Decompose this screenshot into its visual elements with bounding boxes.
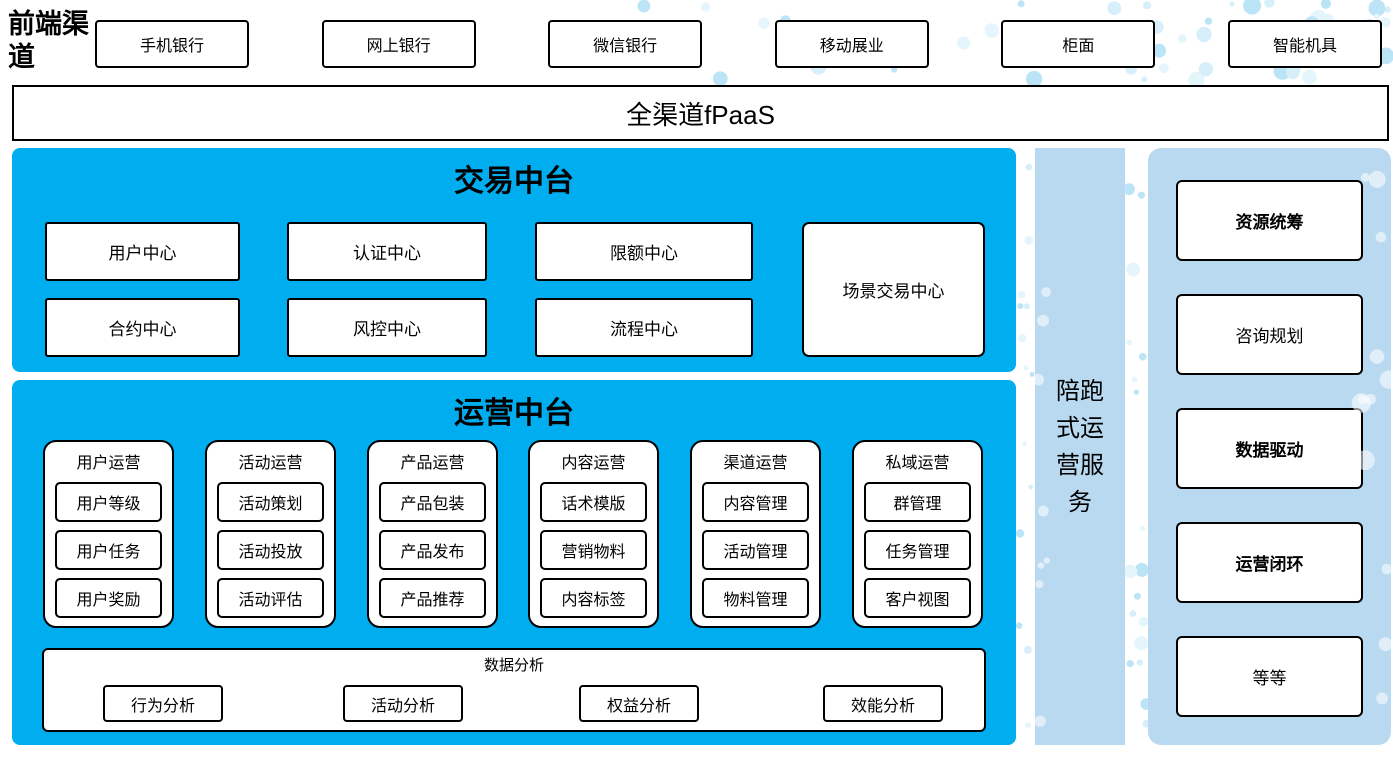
op-item: 产品推荐 (379, 578, 486, 618)
op-column-title: 活动运营 (238, 455, 303, 472)
channel-box-smart-devices: 智能机具 (1227, 20, 1382, 68)
op-column-user-ops: 用户运营 用户等级 用户任务 用户奖励 (43, 440, 174, 628)
op-column-private-domain-ops: 私域运营 群管理 任务管理 客户视图 (852, 440, 983, 628)
op-column-product-ops: 产品运营 产品包装 产品发布 产品推荐 (367, 440, 498, 628)
center-box-user: 用户中心 (45, 222, 240, 281)
operations-platform-block: 运营中台 用户运营 用户等级 用户任务 用户奖励 活动运营 活动策划 活动投放 … (12, 380, 1016, 745)
operations-platform-title: 运营中台 (454, 397, 574, 430)
op-item: 活动管理 (702, 530, 809, 570)
right-panel-item-data-driven: 数据驱动 (1176, 408, 1363, 489)
op-column-title: 渠道运营 (723, 455, 788, 472)
center-box-risk: 风控中心 (287, 298, 487, 357)
channel-box-mobile-banking: 手机银行 (95, 20, 249, 68)
op-column-content-ops: 内容运营 话术模版 营销物料 内容标签 (528, 440, 659, 628)
op-item: 用户等级 (55, 482, 162, 522)
op-item: 任务管理 (864, 530, 971, 570)
analysis-item-activity: 活动分析 (343, 685, 463, 722)
op-item: 物料管理 (702, 578, 809, 618)
right-panel-item-etc: 等等 (1176, 636, 1363, 717)
right-panel-item-resource: 资源统筹 (1176, 180, 1363, 261)
op-item: 话术模版 (540, 482, 647, 522)
channel-box-mobile-outreach: 移动展业 (774, 20, 929, 68)
channel-box-counter: 柜面 (1001, 20, 1156, 68)
analysis-item-rights: 权益分析 (579, 685, 699, 722)
front-channel-row: 手机银行 网上银行 微信银行 移动展业 柜面 智能机具 (95, 20, 1382, 68)
right-panel-item-closed-loop: 运营闭环 (1176, 522, 1363, 603)
op-column-activity-ops: 活动运营 活动策划 活动投放 活动评估 (205, 440, 336, 628)
trade-platform-title: 交易中台 (454, 165, 574, 198)
channel-box-online-banking: 网上银行 (321, 20, 476, 68)
front-channels-label: 前端渠道 (8, 9, 89, 72)
op-item: 活动投放 (217, 530, 324, 570)
channel-box-wechat-banking: 微信银行 (548, 20, 703, 68)
op-item: 内容标签 (540, 578, 647, 618)
op-column-title: 产品运营 (400, 455, 465, 472)
right-panel-item-consulting: 咨询规划 (1176, 294, 1363, 375)
op-column-title: 用户运营 (76, 455, 141, 472)
companion-service-label: 陪跑式运营服务 (1056, 377, 1104, 516)
data-analysis-title: 数据分析 (483, 657, 544, 674)
analysis-item-behavior: 行为分析 (103, 685, 223, 722)
op-item: 活动策划 (217, 482, 324, 522)
scene-trade-center-box: 场景交易中心 (802, 222, 985, 357)
op-item: 产品包装 (379, 482, 486, 522)
center-box-process: 流程中心 (535, 298, 753, 357)
service-capability-panel: 资源统筹 咨询规划 数据驱动 运营闭环 等等 (1148, 148, 1391, 745)
op-item: 用户奖励 (55, 578, 162, 618)
op-column-title: 内容运营 (561, 455, 626, 472)
center-box-limit: 限额中心 (535, 222, 753, 281)
op-item: 内容管理 (702, 482, 809, 522)
center-box-auth: 认证中心 (287, 222, 487, 281)
data-analysis-panel: 数据分析 行为分析 活动分析 权益分析 效能分析 (42, 648, 986, 732)
op-item: 客户视图 (864, 578, 971, 618)
center-box-contract: 合约中心 (45, 298, 240, 357)
op-column-channel-ops: 渠道运营 内容管理 活动管理 物料管理 (690, 440, 821, 628)
op-column-title: 私域运营 (885, 455, 950, 472)
op-item: 营销物料 (540, 530, 647, 570)
op-item: 用户任务 (55, 530, 162, 570)
op-item: 产品发布 (379, 530, 486, 570)
omnichannel-fpaas-bar: 全渠道fPaaS (12, 85, 1389, 141)
trade-platform-block: 交易中台 用户中心 认证中心 限额中心 合约中心 风控中心 流程中心 场景交易中… (12, 148, 1016, 372)
analysis-item-efficiency: 效能分析 (823, 685, 943, 722)
op-item: 活动评估 (217, 578, 324, 618)
op-item: 群管理 (864, 482, 971, 522)
companion-service-bar: 陪跑式运营服务 (1035, 148, 1125, 745)
